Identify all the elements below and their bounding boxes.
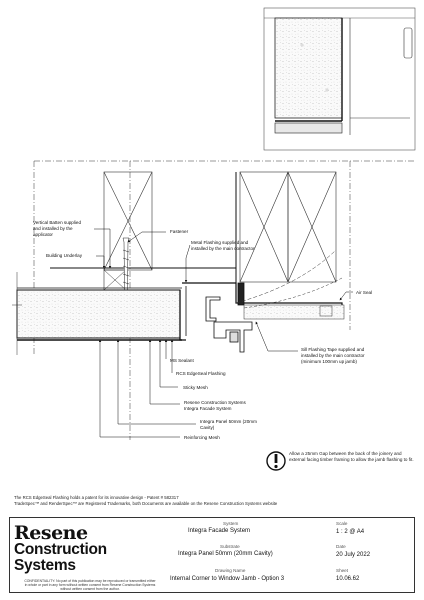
label-building-underlay: Building Underlay <box>46 253 83 258</box>
label-air-seal: Air Seal <box>356 290 372 295</box>
gap-note: Allow a 25mm Gap between the back of the… <box>289 451 414 463</box>
drawing-name-label: Drawing Name <box>215 568 246 573</box>
label-sticky-mesh: Sticky Mesh <box>183 385 208 390</box>
integra-panel <box>12 272 182 355</box>
timber-framing <box>103 171 337 283</box>
upper-frame-detail <box>263 7 416 151</box>
footnotes: The RCS EdgeSeal Flashing holds a patent… <box>14 495 414 507</box>
label-reinforcing-mesh: Reinforcing Mesh <box>184 435 220 440</box>
scale-label: Scale <box>336 521 348 526</box>
setout-lines <box>33 160 415 440</box>
date-label: Date <box>336 544 346 549</box>
title-block: Resene Construction Systems CONFIDENTIAL… <box>9 517 415 593</box>
label-edgeseal-flashing: RCS EdgeSeal Flashing <box>176 371 226 376</box>
substrate-value: Integra Panel 50mm (20mm Cavity) <box>178 551 273 557</box>
swing-arc-lower <box>243 277 343 309</box>
sheet-value: 10.06.62 <box>336 576 360 582</box>
scale-value: 1 : 2 @ A4 <box>336 529 365 535</box>
label-fastener: Fastener <box>170 229 189 234</box>
window-joinery <box>205 282 345 353</box>
confidentiality-note: CONFIDENTIALITY: No part of this publica… <box>24 579 156 591</box>
info-warning-icon <box>266 451 286 471</box>
sheet-label: Sheet <box>336 568 349 573</box>
patent-note: The RCS EdgeSeal Flashing holds a patent… <box>14 495 179 500</box>
logo-name: Resene <box>14 522 88 544</box>
label-ms-sealant: MS Sealant <box>170 358 194 363</box>
trademark-note: TradeSpec™ and RenderSpec™ are Registere… <box>14 501 278 506</box>
drawing-name-value: Internal Corner to Window Jamb - Option … <box>170 576 285 582</box>
system-value: Integra Facade System <box>188 528 251 534</box>
substrate-label: Substrate <box>220 544 240 549</box>
swing-arc <box>235 249 337 304</box>
leader-lines <box>94 228 353 438</box>
system-label: System <box>223 521 239 526</box>
date-value: 20 July 2022 <box>336 552 371 558</box>
company-logo: Resene Construction Systems <box>14 524 164 574</box>
logo-sub: Construction Systems <box>14 541 107 574</box>
